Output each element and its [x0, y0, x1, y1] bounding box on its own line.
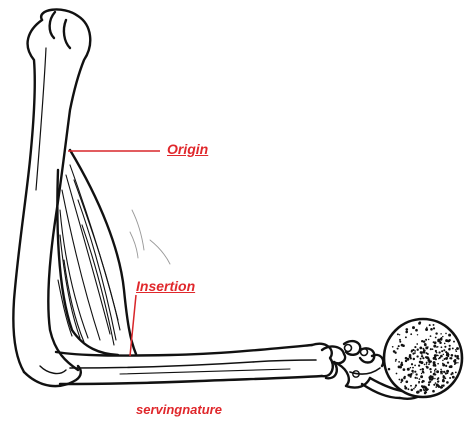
humerus-bone	[12, 8, 92, 388]
insertion-leader-line	[129, 294, 137, 357]
sketch-marks	[129, 209, 171, 265]
origin-label: Origin	[167, 141, 209, 157]
forearm-bones	[54, 342, 334, 386]
credit-text: servingnature	[136, 402, 222, 417]
biceps-muscle	[56, 148, 138, 357]
ball	[382, 317, 464, 399]
insertion-label: Insertion	[136, 278, 196, 294]
